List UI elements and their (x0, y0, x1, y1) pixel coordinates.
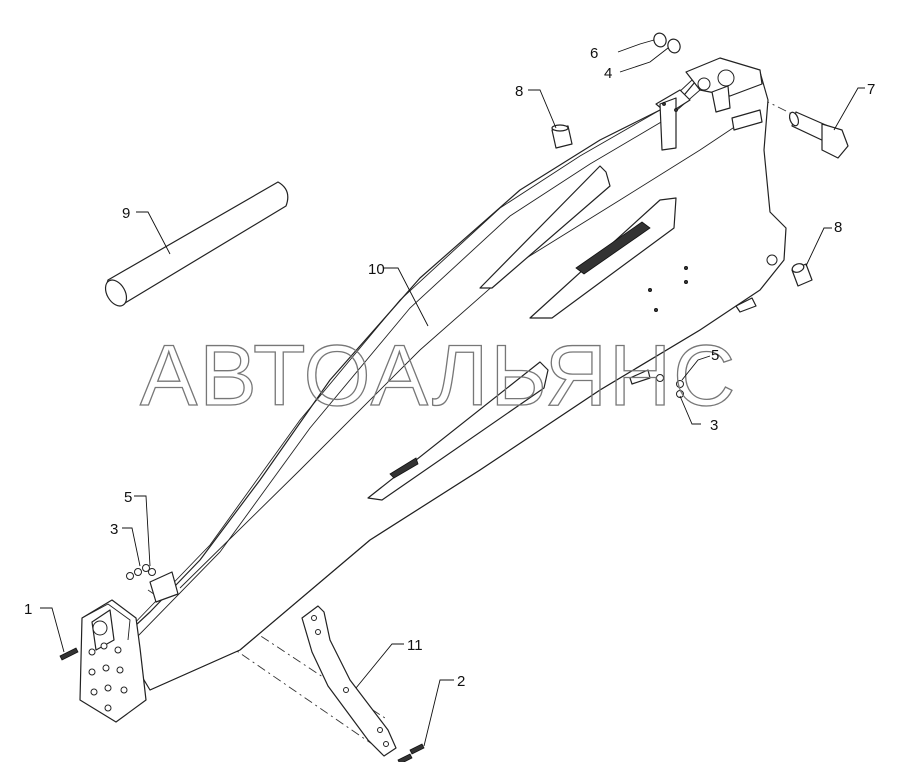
callout-10: 10 (368, 261, 385, 278)
callout-6: 6 (590, 45, 598, 62)
watermark-text: АВТОАЛЬЯНС (140, 328, 737, 424)
callout-3-rear: 3 (710, 417, 718, 434)
part-10-boom-body (79, 57, 787, 723)
callout-5-front: 5 (124, 489, 132, 506)
part-4-6-rings (653, 32, 681, 54)
callout-9: 9 (122, 205, 130, 222)
part-7-pin (788, 111, 849, 159)
callout-11: 11 (407, 637, 423, 654)
callout-4: 4 (604, 65, 612, 82)
callout-leaders (40, 39, 865, 747)
callout-2: 2 (457, 673, 465, 690)
callout-7: 7 (867, 81, 875, 98)
callout-numbers: 1 2 3 3 4 5 5 6 7 8 8 9 10 11 (24, 45, 875, 690)
callout-5-rear: 5 (711, 347, 719, 364)
callout-8-top: 8 (515, 83, 523, 100)
callout-8-right: 8 (834, 219, 842, 236)
fasteners (59, 374, 684, 762)
callout-1: 1 (24, 601, 32, 618)
callout-3-front: 3 (110, 521, 118, 538)
part-11-bracket (301, 605, 397, 757)
part-8-bushings (551, 124, 813, 287)
part-9-tube (104, 181, 289, 307)
